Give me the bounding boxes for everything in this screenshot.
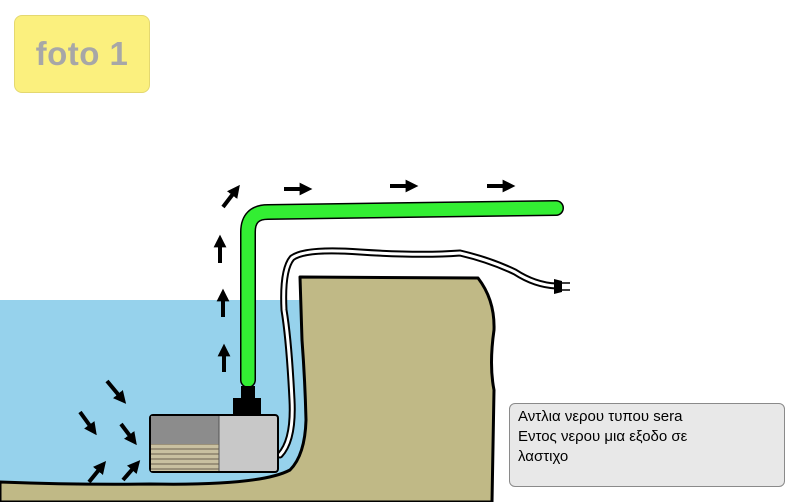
arrow-icon [119, 422, 137, 446]
photo-label-text: foto 1 [35, 35, 129, 72]
caption-line: λαστιχο [518, 448, 569, 465]
arrow-icon [121, 460, 141, 482]
caption-line: Αντλια νερου τυπου sera [518, 408, 683, 425]
ground [0, 275, 496, 502]
arrow-icon [87, 461, 107, 484]
arrow-icon [105, 379, 127, 404]
caption-box: Αντλια νερου τυπου sera Εντος νερου μια … [509, 403, 785, 487]
photo-label: foto 1 [14, 15, 150, 93]
water-pump [149, 386, 279, 473]
arrow-icon [78, 410, 97, 436]
arrow-icon [221, 184, 240, 209]
power-plug-icon [554, 279, 570, 294]
caption-line: Εντος νερου μια εξοδο σε [518, 428, 688, 445]
